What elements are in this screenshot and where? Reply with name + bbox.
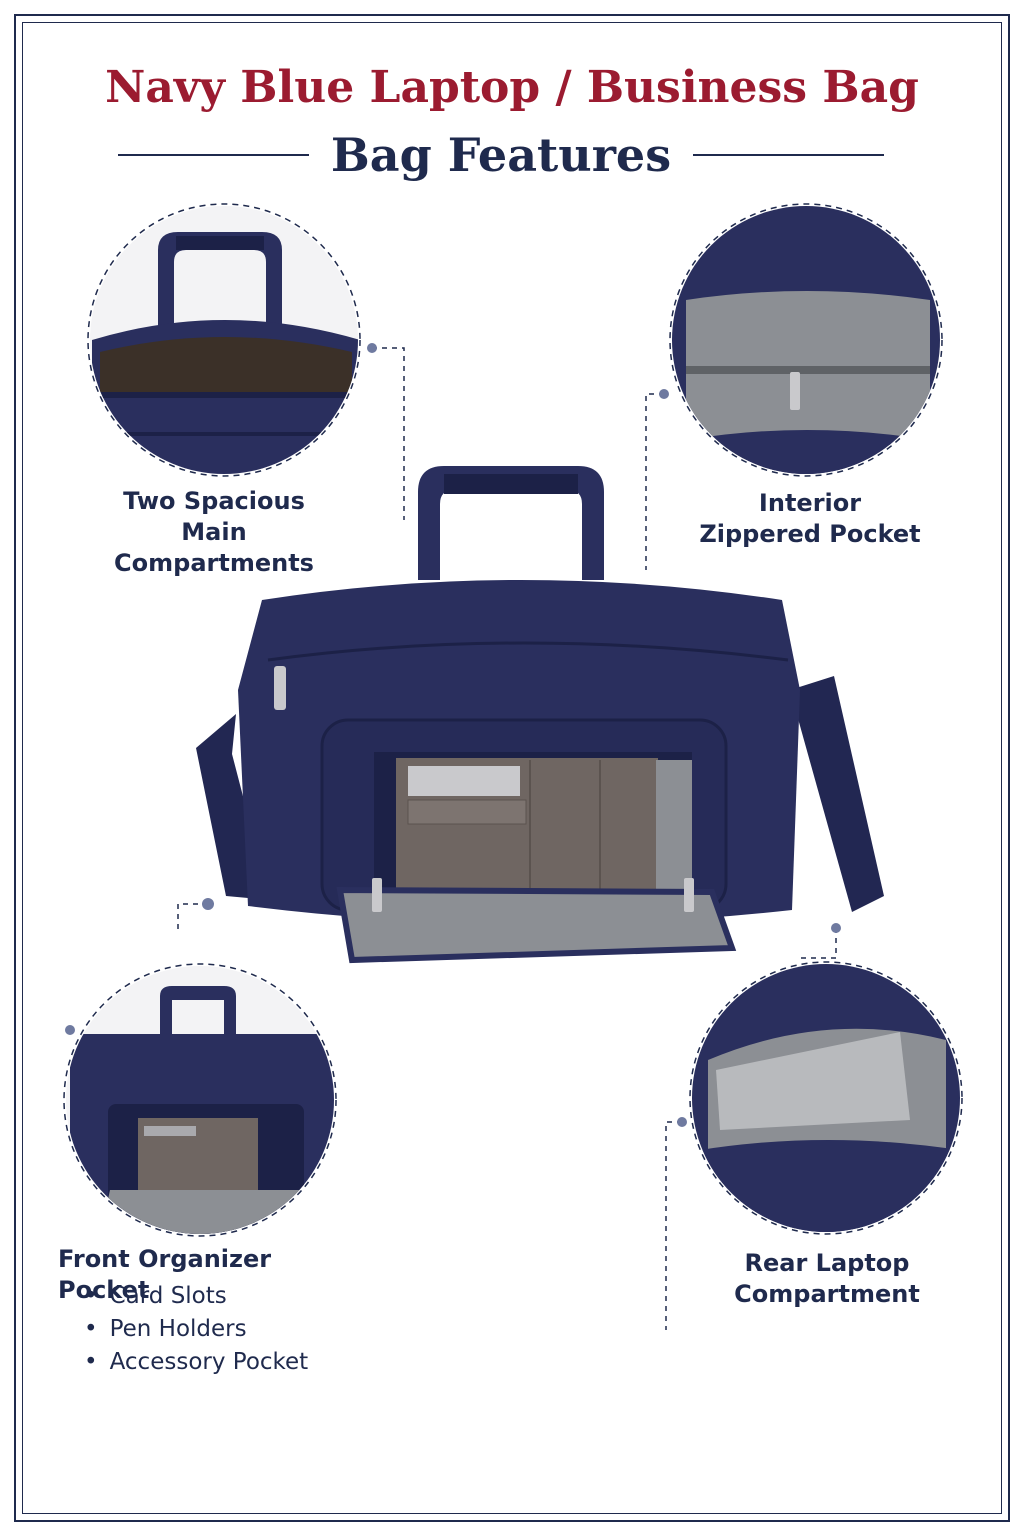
connector-main-compartments xyxy=(372,347,405,520)
connector-front-organizer xyxy=(177,903,208,930)
subtitle-row: Bag Features xyxy=(118,125,885,185)
circle-outlines xyxy=(63,203,963,1237)
label-interior-pocket-line2: Zippered Pocket xyxy=(699,520,921,548)
label-main-compartments-line1: Two Spacious xyxy=(123,487,305,515)
outer-border xyxy=(14,14,1010,1522)
main-bag-photo-icon xyxy=(196,466,884,964)
page-title: Navy Blue Laptop / Business Bag xyxy=(105,62,919,113)
rear-laptop-closeup-icon xyxy=(692,964,960,1232)
label-rear-laptop-line2: Compartment xyxy=(734,1280,920,1308)
connector-dots xyxy=(65,343,841,1127)
subtitle-rule-right xyxy=(693,154,885,156)
front-organizer-closeup-icon xyxy=(66,966,334,1234)
bullet-item: Card Slots xyxy=(84,1280,308,1313)
label-main-compartments-line2: Main Compartments xyxy=(114,518,314,577)
label-rear-laptop: Rear Laptop Compartment xyxy=(712,1248,942,1310)
label-interior-pocket-line1: Interior xyxy=(758,489,862,517)
label-rear-laptop-line1: Rear Laptop xyxy=(744,1249,910,1277)
subtitle-rule-left xyxy=(118,154,309,156)
page-subtitle: Bag Features xyxy=(330,128,672,182)
label-interior-pocket: Interior Zippered Pocket xyxy=(690,488,930,550)
connector-lines xyxy=(177,347,837,1330)
bullet-item: Pen Holders xyxy=(84,1313,308,1346)
connector-interior-pocket xyxy=(645,393,664,570)
bullet-item: Accessory Pocket xyxy=(84,1346,309,1379)
interior-zipper-closeup-icon xyxy=(672,206,940,474)
connector-rear-laptop-lower xyxy=(665,1121,682,1330)
label-main-compartments: Two Spacious Main Compartments xyxy=(84,486,344,579)
connector-rear-laptop xyxy=(800,928,837,959)
inner-border xyxy=(22,22,1002,1514)
bag-handle-closeup-icon xyxy=(90,206,358,474)
front-organizer-bullets: Card Slots Pen Holders Accessory Pocket xyxy=(84,1280,309,1379)
